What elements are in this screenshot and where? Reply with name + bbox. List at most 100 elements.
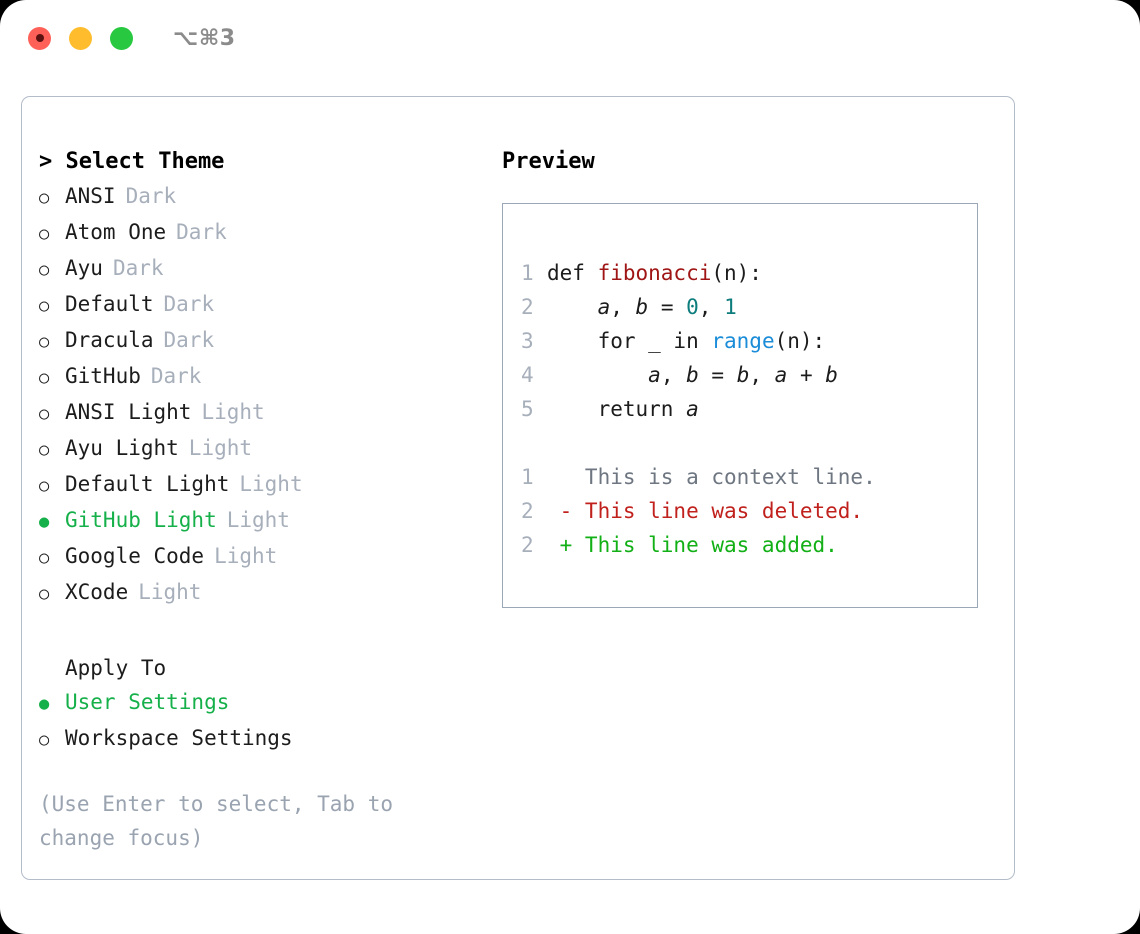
line-number: 5: [521, 397, 534, 421]
apply-to-label: Workspace Settings: [65, 726, 293, 750]
theme-name-label: Dracula: [65, 328, 154, 352]
radio-unselected-icon: ○: [39, 548, 50, 568]
theme-name-label: Atom One: [65, 220, 167, 244]
theme-variant-label: Light: [226, 508, 290, 532]
diff-text: + This line was added.: [547, 533, 838, 557]
code-token: def: [547, 261, 598, 285]
code-token: ,: [698, 295, 725, 319]
theme-list-item[interactable]: ○ Default Dark: [39, 287, 502, 323]
code-token: a: [686, 397, 699, 421]
code-token: range: [711, 329, 775, 353]
radio-unselected-icon: ○: [39, 224, 50, 244]
theme-name-label: ANSI: [65, 184, 116, 208]
code-token: 1: [724, 295, 737, 319]
theme-variant-label: Dark: [176, 220, 227, 244]
maximize-window-button[interactable]: [110, 26, 133, 50]
theme-variant-label: Dark: [112, 256, 164, 280]
theme-variant-label: Light: [188, 436, 253, 460]
select-theme-heading: > Select Theme: [39, 149, 225, 174]
theme-name-label: XCode: [65, 580, 129, 604]
code-token: for _ in: [547, 329, 712, 353]
code-token: +: [787, 363, 826, 387]
diff-text: This is a context line.: [547, 465, 876, 489]
theme-list-item[interactable]: ○ GitHub Dark: [39, 359, 502, 395]
diff-text: - This line was deleted.: [547, 499, 864, 523]
radio-selected-icon: ●: [39, 694, 50, 714]
apply-to-item[interactable]: ●User Settings: [39, 685, 502, 721]
theme-variant-label: Light: [138, 580, 202, 604]
title-bar: ⌥⌘3: [0, 0, 1140, 76]
theme-variant-label: Dark: [163, 292, 215, 316]
radio-unselected-icon: ○: [39, 368, 50, 388]
theme-name-label: Ayu: [65, 256, 103, 280]
radio-unselected-icon: ○: [39, 296, 50, 316]
code-token: b: [736, 363, 750, 387]
code-line: 2 a, b = 0, 1: [521, 290, 977, 324]
theme-list-item[interactable]: ● GitHub Light Light: [39, 503, 502, 539]
theme-variant-label: Dark: [150, 364, 202, 388]
code-token: a: [597, 295, 611, 319]
apply-to-list[interactable]: ●User Settings○Workspace Settings: [39, 685, 502, 757]
line-number: 3: [521, 329, 534, 353]
preview-heading: Preview: [502, 149, 595, 174]
radio-selected-icon: ●: [39, 512, 50, 532]
apply-to-title: Apply To: [65, 656, 167, 680]
diff-line: 2 - This line was deleted.: [521, 494, 977, 528]
radio-unselected-icon: ○: [39, 404, 50, 424]
code-line: 1 def fibonacci(n):: [521, 256, 977, 290]
line-number: 2: [521, 295, 534, 319]
code-token: (n):: [711, 261, 762, 285]
theme-list-item[interactable]: ○ XCode Light: [39, 575, 502, 611]
radio-unselected-icon: ○: [39, 476, 50, 496]
code-token: =: [698, 363, 737, 387]
theme-name-label: ANSI Light: [65, 400, 192, 424]
code-token: fibonacci: [597, 261, 712, 285]
theme-list-item[interactable]: ○ Ayu Light Light: [39, 431, 502, 467]
theme-name-label: Ayu Light: [65, 436, 179, 460]
keyboard-shortcut-label: ⌥⌘3: [173, 25, 236, 51]
theme-variant-label: Light: [214, 544, 278, 568]
code-line: 5 return a: [521, 392, 977, 426]
theme-variant-label: Dark: [125, 184, 177, 208]
theme-name-label: Default: [65, 292, 154, 316]
close-window-button[interactable]: [28, 26, 51, 50]
theme-name-label: Default Light: [65, 472, 230, 496]
theme-list-item[interactable]: ○ Google Code Light: [39, 539, 502, 575]
theme-variant-label: Light: [201, 400, 265, 424]
code-line: 3 for _ in range(n):: [521, 324, 977, 358]
theme-list-item[interactable]: ○ Atom One Dark: [39, 215, 502, 251]
code-token: (n):: [774, 329, 826, 353]
code-token: a: [774, 363, 788, 387]
close-icon: [35, 34, 44, 42]
code-token: a: [648, 363, 661, 387]
code-token: [547, 295, 598, 319]
theme-name-label: Google Code: [65, 544, 205, 568]
code-token: b: [825, 363, 838, 387]
apply-to-item[interactable]: ○Workspace Settings: [39, 721, 502, 757]
theme-name-label: GitHub Light: [65, 508, 217, 532]
keyboard-hint-text: (Use Enter to select, Tab to change focu…: [39, 792, 406, 850]
diff-line: 2 + This line was added.: [521, 528, 977, 562]
code-line: 4 a, b = b, a + b: [521, 358, 977, 392]
code-token: b: [635, 295, 649, 319]
radio-unselected-icon: ○: [39, 584, 50, 604]
theme-list-item[interactable]: ○ ANSI Light Light: [39, 395, 502, 431]
theme-name-label: GitHub: [65, 364, 141, 388]
line-number: 1: [521, 261, 534, 285]
code-token: 0: [686, 295, 699, 319]
line-number: 1: [521, 465, 534, 489]
line-number: 4: [521, 363, 534, 387]
radio-unselected-icon: ○: [39, 440, 50, 460]
minimize-window-button[interactable]: [69, 26, 92, 50]
diff-line: 1 This is a context line.: [521, 460, 977, 494]
traffic-lights: [28, 26, 133, 50]
